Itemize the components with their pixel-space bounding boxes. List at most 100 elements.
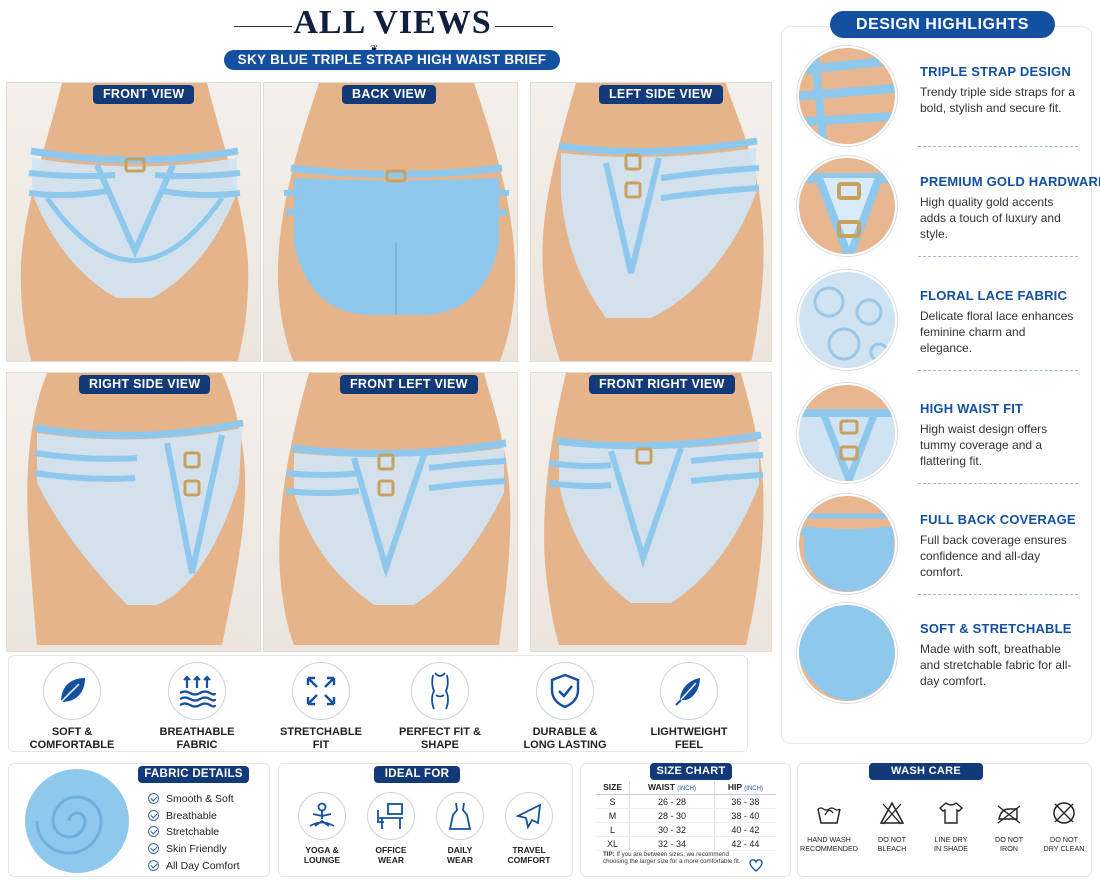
feature-label-line2: LONG LASTING [523,739,607,751]
highlight-title: FLORAL LACE FABRIC [920,288,1068,303]
check-icon [148,860,159,871]
highlight-desc: High waist design offers tummy coverage … [920,422,1048,468]
divider [918,370,1078,371]
leaf-icon [60,678,85,703]
front-left-view-photo: FRONT LEFT VIEW [263,372,518,652]
feature-label-line2: FIT [312,739,330,751]
feature-label-line1: BREATHABLE [159,726,235,738]
page-title: ALL VIEWS [293,4,492,41]
no-iron-icon [997,805,1021,824]
expand-arrows-icon [306,676,336,706]
fabric-detail-item: Breathable [148,810,217,822]
fabric-details-title: FABRIC DETAILS [138,766,249,783]
left-side-view-photo: LEFT SIDE VIEW [530,82,772,362]
wash-care-title: WASH CARE [869,763,983,780]
highlight-gold-hardware: PREMIUM GOLD HARDWARE High quality gold … [797,156,1100,262]
design-highlights-title: DESIGN HIGHLIGHTS [830,11,1055,38]
highlight-desc: Delicate floral lace enhances feminine c… [920,309,1074,355]
front-view-photo: FRONT VIEW [6,82,261,362]
size-chart-title: SIZE CHART [650,763,732,780]
soft-fabric-closeup [797,603,897,703]
right-side-view-illustration [27,373,246,645]
highlight-title: FULL BACK COVERAGE [920,512,1076,527]
back-view-label: BACK VIEW [342,85,437,104]
back-view-illustration [277,83,516,361]
feature-label-line1: STRETCHABLE [280,726,362,738]
check-icon [148,810,159,821]
right-side-view-label: RIGHT SIDE VIEW [79,375,211,394]
size-tip: TIP: If you are between sizes, we recomm… [603,851,741,866]
left-side-view-illustration [542,83,764,361]
gold-hardware-closeup [797,156,897,256]
feature-label-line2: SHAPE [421,739,459,751]
feature-label-line2: COMFORTABLE [29,739,115,751]
check-icon [148,793,159,804]
front-right-view-illustration [544,373,764,645]
front-view-illustration [20,83,249,361]
front-right-view-label: FRONT RIGHT VIEW [589,375,735,394]
dress-icon [448,802,472,830]
yoga-icon [309,802,335,827]
airplane-icon [515,803,542,830]
feature-label-line1: SOFT & [51,726,93,738]
no-dry-clean-icon [1053,802,1075,824]
ideal-for-yoga: YOGA &LOUNGE [290,792,354,865]
feature-soft-comfortable: SOFT &COMFORTABLE [17,662,127,752]
fabric-detail-item: All Day Comfort [148,860,240,872]
feather-icon [675,678,700,706]
size-col-header: SIZE [596,781,630,795]
heart-icon [748,858,764,877]
header-left-rule [234,26,292,27]
check-icon [148,826,159,837]
highlight-desc: High quality gold accents adds a touch o… [920,195,1061,241]
body-silhouette-icon [431,672,449,710]
feature-label-line1: DURABLE & [532,726,598,738]
full-back-closeup [797,494,897,594]
highlight-title: SOFT & STRETCHABLE [920,621,1072,636]
no-bleach-icon [879,801,905,825]
left-side-view-label: LEFT SIDE VIEW [599,85,723,104]
hip-col-header: HIP (INCH) [713,781,776,795]
highlight-desc: Full back coverage ensures confidence an… [920,533,1067,579]
shield-check-icon [550,673,580,709]
divider [918,483,1078,484]
feature-label-line1: LIGHTWEIGHT [650,726,728,738]
fabric-swatch [24,768,130,874]
header-right-rule [495,26,553,27]
highlight-title: PREMIUM GOLD HARDWARE [920,174,1100,189]
floral-lace-closeup [797,270,897,370]
highlight-high-waist: HIGH WAIST FIT High waist design offers … [797,383,1087,489]
highlight-full-back: FULL BACK COVERAGE Full back coverage en… [797,494,1087,600]
front-left-view-label: FRONT LEFT VIEW [340,375,478,394]
divider [918,594,1078,595]
feature-label-line2: FEEL [674,739,704,751]
high-waist-closeup [797,383,897,483]
page-header: ALL VIEWS ❦ [210,4,575,55]
product-name-banner: SKY BLUE TRIPLE STRAP HIGH WAIST BRIEF [224,50,560,70]
hand-wash-icon [817,807,841,824]
divider [918,146,1078,147]
feature-label-line2: FABRIC [176,739,218,751]
highlight-desc: Trendy triple side straps for a bold, st… [920,85,1075,115]
triple-strap-closeup [797,46,897,146]
line-dry-icon [938,802,964,824]
highlight-soft-stretchable: SOFT & STRETCHABLE Made with soft, breat… [797,603,1087,709]
airflow-icon [179,675,217,708]
highlight-desc: Made with soft, breathable and stretchab… [920,642,1072,688]
divider [918,256,1078,257]
feature-perfect-fit: PERFECT FIT &SHAPE [385,662,495,752]
